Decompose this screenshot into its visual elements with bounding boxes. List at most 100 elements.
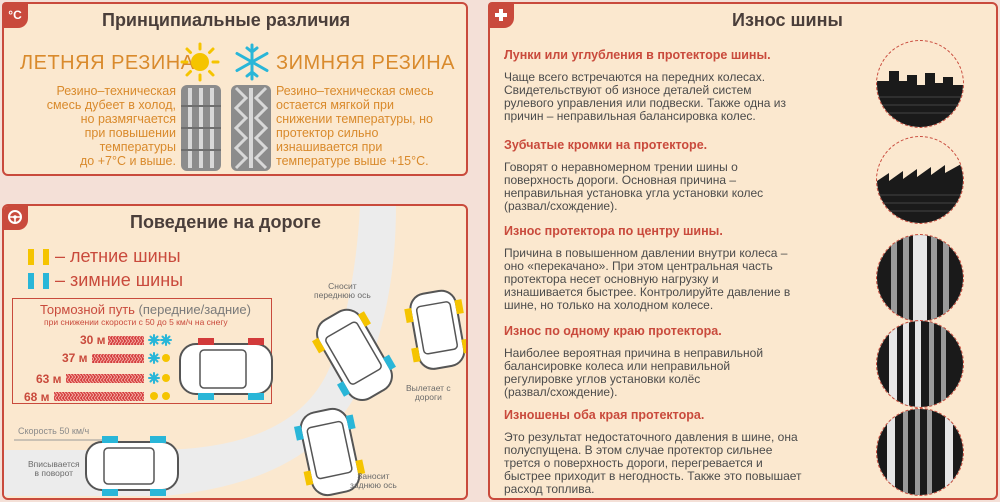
tag-line: Вылетает с [406, 383, 451, 393]
wear-text-line: поверхность дороги. Основная причина – [504, 173, 737, 187]
tag-line: заднюю ось [350, 480, 397, 490]
wear-text-line: изнашивается быстрее. Контролируйте давл… [504, 285, 791, 299]
tag-line: переднюю ось [314, 290, 371, 300]
wear-text-line: Говорят о неравномерном трении шины о [504, 160, 738, 174]
road-title: Поведение на дороге [130, 212, 321, 232]
wear-text-line: Это результат недостаточного давления в … [504, 430, 798, 444]
tire-wear-title: Износ шины [732, 10, 843, 30]
legend-summer: – летние шины [28, 246, 181, 267]
winter-line: изнашивается при [276, 140, 383, 154]
braking-title-sub: (передние/задние) [138, 302, 251, 317]
speed-label: Скорость 50 км/ч [18, 426, 90, 436]
serrated-edges-icon [876, 136, 964, 224]
legend-winter-label: – зимние шины [55, 270, 184, 290]
sun-icon [180, 42, 220, 82]
wear-item-title: Износ протектора по центру шины. [504, 224, 723, 238]
wear-text-line: быстрее приходит в негодность. Также это… [504, 469, 802, 483]
summer-line: но размягчается [80, 112, 176, 126]
winter-line: температуре выше +15°С. [276, 154, 429, 168]
wear-text-line: Наиболее вероятная причина в неправильно… [504, 346, 764, 360]
braking-title-text: Тормозной путь [40, 302, 135, 317]
wear-item: Износ протектора по центру шины. Причина… [504, 224, 790, 312]
winter-line: протектор сильно [276, 126, 379, 140]
wear-item-title: Износ по одному краю протектора. [504, 324, 722, 338]
wear-item: Зубчатые кромки на протекторе. Говорят о… [504, 138, 763, 213]
summer-tire-label: ЛЕТНЯЯ РЕЗИНА [20, 52, 195, 74]
wear-text-line: Чаще всего встречаются на передних колес… [504, 70, 766, 84]
label-skid-front: Сносит переднюю ось [314, 282, 371, 300]
wear-text-line: Причина в повышенном давлении внутри кол… [504, 246, 788, 260]
summer-line: смесь дубеет в холод, [46, 98, 176, 112]
summer-description: Резино–техническая смесь дубеет в холод,… [10, 84, 176, 168]
tag-line: Сносит [328, 281, 357, 291]
cornering-car [85, 436, 179, 496]
one-edge-wear-icon [876, 320, 964, 408]
braking-distance-label: 63 м [36, 372, 62, 386]
braking-tracks [54, 334, 172, 401]
wear-text-line: протектора несет основную нагрузку и [504, 272, 719, 286]
off-road-car [404, 289, 466, 370]
snowflake-icon [235, 43, 269, 81]
braking-distance-label: 37 м [62, 351, 88, 365]
wear-item-text: Чаще всего встречаются на передних колес… [504, 71, 786, 123]
wear-text-line: (развал/схождение). [504, 385, 618, 399]
cars-illustration [85, 289, 466, 497]
winter-line: остается мягкой при [276, 98, 394, 112]
wear-item-title: Лунки или углубления в протекторе шины. [504, 48, 771, 62]
thermometer-icon: °C [2, 2, 28, 28]
summer-tire-icon [181, 85, 221, 171]
wear-item: Изношены оба края протектора. Это резуль… [504, 408, 802, 496]
summer-line: до +7°С и выше. [79, 154, 176, 168]
label-fits-turn: Вписывается в поворот [28, 460, 80, 478]
tag-line: в поворот [34, 468, 74, 478]
wear-text-line: неправильная установка угла установки ко… [504, 186, 764, 200]
wear-item-title: Зубчатые кромки на протекторе. [504, 138, 708, 152]
front-skid-car [312, 308, 396, 401]
braking-distance-label: 68 м [24, 390, 50, 404]
winter-tire-icon [231, 85, 271, 171]
wear-item-text: Причина в повышенном давлении внутри кол… [504, 247, 790, 312]
tire-wear-panel: Износ шины Лунки или углубления в протек… [488, 2, 998, 500]
differences-panel: °C Принципиальные различия ЛЕТНЯЯ РЕЗИНА… [2, 2, 468, 176]
winter-tire-swatch [28, 272, 34, 289]
wear-item: Лунки или углубления в протекторе шины. … [504, 48, 786, 123]
wear-item-title: Изношены оба края протектора. [504, 408, 705, 422]
braking-subtitle: при снижении скорости с 50 до 5 км/ч на … [44, 317, 228, 327]
both-edges-wear-icon [876, 408, 964, 496]
rear-skid-car [294, 407, 366, 497]
first-aid-icon [488, 2, 514, 28]
road-behavior-panel: Поведение на дороге – летние шины – зимн… [2, 204, 468, 500]
tag-line: Вписывается [28, 459, 80, 469]
legend-winter: – зимние шины [28, 270, 183, 291]
wear-text-line: рулевого управления или подвески. Также … [504, 96, 786, 110]
wear-text-line: полуспущена. В этом случае протектор сил… [504, 443, 773, 457]
winter-line: снижении температуры, но [276, 112, 433, 126]
legend-summer-label: – летние шины [55, 246, 181, 266]
summer-line: температуры [99, 140, 176, 154]
wear-item: Износ по одному краю протектора. Наиболе… [504, 324, 763, 399]
winter-tire-swatch [43, 272, 49, 289]
wear-item-text: Это результат недостаточного давления в … [504, 431, 802, 496]
center-wear-icon [876, 234, 964, 322]
wear-item-text: Наиболее вероятная причина в неправильно… [504, 347, 763, 399]
label-off-road: Вылетает с дороги [406, 384, 451, 402]
tag-line: Заносит [357, 471, 390, 481]
wear-item-text: Говорят о неравномерном трении шины о по… [504, 161, 763, 213]
wear-text-line: (развал/схождение). [504, 199, 618, 213]
summer-tire-swatch [28, 248, 34, 265]
wear-text-line: причин – неправильная балансировка колес… [504, 109, 756, 123]
summer-tire-swatch [43, 248, 49, 265]
tread-pits-icon [876, 40, 964, 128]
label-skid-rear: Заносит заднюю ось [350, 472, 397, 490]
summer-line: при повышении [84, 126, 176, 140]
braking-car [179, 338, 273, 400]
wear-text-line: шине, но только на холодном колесе. [504, 298, 714, 312]
braking-title: Тормозной путь (передние/задние) [40, 302, 251, 317]
braking-distance-label: 30 м [80, 333, 106, 347]
wear-text-line: Свидетельствуют об износе деталей систем [504, 83, 752, 97]
winter-line: Резино–техническая смесь [276, 84, 434, 98]
steering-wheel-icon [4, 206, 28, 230]
differences-title: Принципиальные различия [102, 10, 351, 30]
wear-text-line: регулировке углов установки колёс [504, 372, 701, 386]
wear-text-line: оно «перекачано». При этом центральная ч… [504, 259, 773, 273]
